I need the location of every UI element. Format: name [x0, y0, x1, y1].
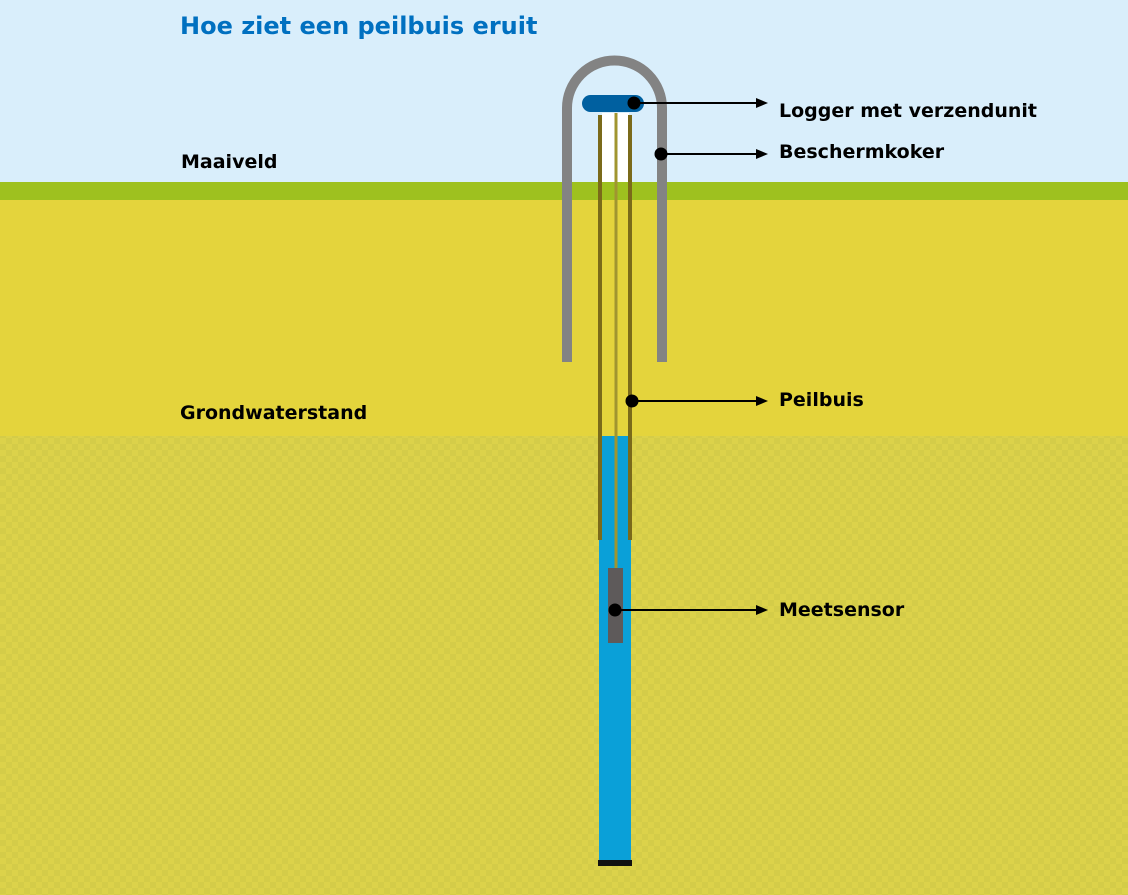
diagram-title: Hoe ziet een peilbuis eruit: [180, 12, 538, 40]
groundwater-level-label: Grondwaterstand: [180, 402, 368, 424]
arrowhead-icon: [756, 149, 768, 159]
tube-label: Peilbuis: [779, 389, 864, 411]
callout-lines: [608, 96, 768, 617]
sensor-label: Meetsensor: [779, 599, 905, 621]
surface-level-label: Maaiveld: [181, 151, 278, 173]
arrowhead-icon: [756, 605, 768, 615]
saturated-soil-layer: [0, 436, 1128, 895]
casing-label: Beschermkoker: [779, 141, 945, 163]
logger-unit: [582, 95, 644, 112]
arrowhead-icon: [756, 98, 768, 108]
protective-casing: [562, 55, 667, 362]
tube-bottom-cap: [598, 860, 632, 866]
logger-label: Logger met verzendunit: [779, 100, 1037, 122]
arrowhead-icon: [756, 396, 768, 406]
